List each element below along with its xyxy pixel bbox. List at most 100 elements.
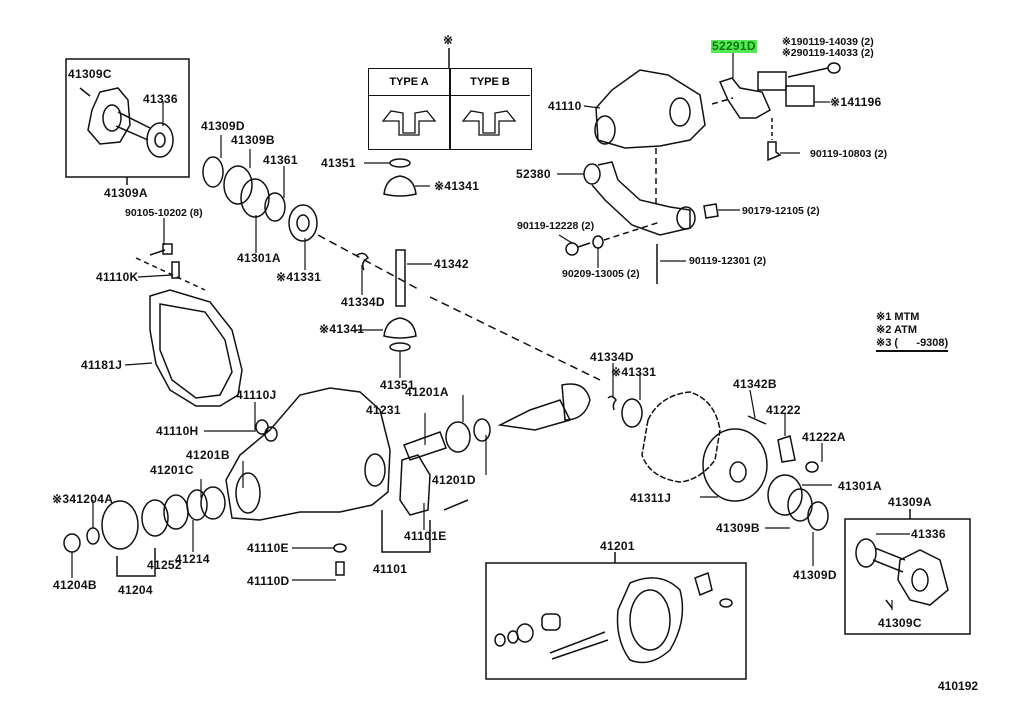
part-label-41214[interactable]: 41214 [175,552,210,566]
part-label-41110[interactable]: 41110 [548,99,582,113]
part-label-90179-12105[interactable]: 90179-12105 (2) [742,205,820,217]
part-label-41201C[interactable]: 41201C [150,463,194,477]
part-label-90209-13005[interactable]: 90209-13005 (2) [562,268,640,280]
part-label-41204A[interactable]: ※341204A [52,492,114,506]
part-label-41309C[interactable]: 41309C [68,67,112,81]
leader-lines [71,53,910,610]
part-rear-cover-inner [159,303,233,399]
part-label-52380[interactable]: 52380 [516,167,551,181]
part-label-41351[interactable]: 41351 [321,156,356,170]
part-label-41110K[interactable]: 41110K [96,270,139,284]
part-label-41301A[interactable]: 41301A [237,251,281,265]
part-bolt-41101E [443,499,469,511]
part-label-41342[interactable]: 41342 [434,257,469,271]
part-differential-carrier-41110 [594,69,706,149]
part-label-41331[interactable]: ※41331 [276,270,322,284]
type-table-divider [449,69,451,149]
part-label-41361[interactable]: 41361 [263,153,298,167]
part-label-41222[interactable]: 41222 [766,403,801,417]
part-bearing-stack-left [202,156,318,242]
part-label-41309C-right[interactable]: 41309C [878,616,922,630]
part-label-41341-mid[interactable]: ※41341 [319,322,365,336]
part-diff-case-hub [729,461,747,483]
part-label-90119-10803[interactable]: 90119-10803 (2) [810,148,888,160]
part-bolt-90105 [149,243,180,279]
legend: ※1 MTM ※2 ATM ※3 ( -9308) [876,311,949,352]
dashed-axis [429,296,601,381]
part-label-90105-10202[interactable]: 90105-10202 (8) [125,207,203,219]
part-label-41309A-right[interactable]: 41309A [888,495,932,509]
part-label-41222A[interactable]: 41222A [802,430,846,444]
kit-box-41309A-right [844,518,971,635]
part-label-41196[interactable]: ※141196 [830,95,882,109]
part-label-41101E[interactable]: 41101E [404,529,447,543]
part-plug-41110D [335,561,345,576]
part-label-41110H[interactable]: 41110H [156,424,199,438]
part-clip-90179 [703,203,719,219]
bracket-41204 [116,548,156,577]
part-label-41231[interactable]: 41231 [366,403,401,417]
part-bearing-cap-41101 [399,454,431,516]
part-pinion-shaft-41342 [395,249,406,307]
part-label-41101[interactable]: 41101 [373,562,408,576]
legend-marker: ※2 [876,324,892,336]
part-washer-90209 [592,235,604,249]
part-label-41334D-right[interactable]: 41334D [590,350,634,364]
dashed-axis [317,234,421,291]
part-label-90119-14039[interactable]: ※190119-14039 (2) [782,36,874,48]
type-table-marker: ※ [443,33,454,47]
part-label-41181J[interactable]: 41181J [81,358,123,372]
legend-text: MTM [894,311,920,323]
part-label-41204B[interactable]: 41204B [53,578,97,592]
legend-marker: ※1 [876,311,892,323]
dashed-outline [135,257,206,291]
part-side-gear-41331 [621,398,643,428]
part-snap-clip-41334D-right [607,395,617,411]
part-bolt-head [565,242,579,256]
part-label-41334D[interactable]: 41334D [341,295,385,309]
part-label-41336[interactable]: 41336 [143,92,178,106]
part-label-90119-12228[interactable]: 90119-12228 (2) [517,220,595,232]
part-bolt-41222A [805,461,819,473]
part-label-41201D[interactable]: 41201D [432,473,476,487]
part-label-41204[interactable]: 41204 [118,583,153,597]
part-label-41351-mid[interactable]: 41351 [380,378,415,392]
part-label-41336-right[interactable]: 41336 [911,527,946,541]
part-bearing-41301A-right [767,474,803,516]
part-plug-41110H [255,419,269,435]
part-carrier-housing-41110 [225,387,391,521]
legend-marker: ※3 [876,337,892,349]
part-label-90119-14033[interactable]: ※290119-14033 (2) [782,47,874,59]
part-label-41110D[interactable]: 41110D [247,574,290,588]
part-pin-41342B [747,415,767,425]
part-label-41311J[interactable]: 41311J [630,491,672,505]
part-pinion-41231 [403,418,491,461]
legend-row: ※1 MTM [876,311,948,324]
part-label-41342B[interactable]: 41342B [733,377,777,391]
part-label-41201B[interactable]: 41201B [186,448,230,462]
part-label-41110J[interactable]: 41110J [236,388,277,402]
part-label-41309B[interactable]: 41309B [231,133,275,147]
part-label-41331-right[interactable]: ※41331 [611,365,657,379]
part-housing-port [235,472,261,514]
part-label-52291D-highlighted[interactable]: 52291D [711,39,757,53]
part-support-member-52380 [583,161,696,236]
part-label-41309D[interactable]: 41309D [201,119,245,133]
part-label-41252[interactable]: 41252 [147,558,182,572]
part-label-41309A[interactable]: 41309A [104,186,148,200]
legend-text: ATM [894,324,918,336]
part-axle-flange-top [79,87,174,158]
part-label-41110E[interactable]: 41110E [247,541,289,555]
part-label-90119-12301[interactable]: 90119-12301 (2) [689,255,767,267]
part-label-41201[interactable]: 41201 [600,539,635,553]
part-pinion-gear-41341-top [383,175,417,197]
part-washer-41351 [389,158,411,168]
part-label-41309B-right[interactable]: 41309B [716,521,760,535]
part-washer-41351-mid [389,342,411,352]
part-companion-flange-41204 [63,486,226,553]
part-label-41309D-right[interactable]: 41309D [793,568,837,582]
part-label-41301A-right[interactable]: 41301A [838,479,882,493]
part-label-41341[interactable]: ※41341 [434,179,480,193]
part-label-41201A[interactable]: 41201A [405,385,449,399]
